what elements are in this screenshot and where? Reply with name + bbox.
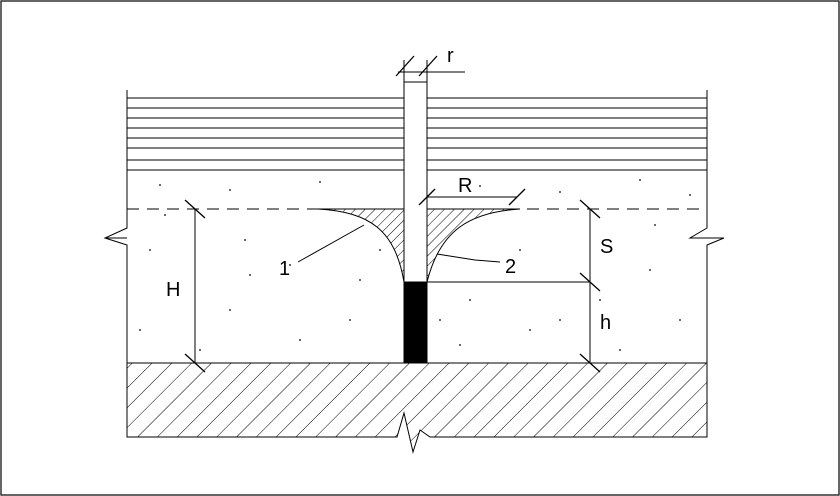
H-label: H: [166, 279, 180, 301]
leader-2: [436, 253, 501, 263]
label-1: 1: [279, 258, 290, 280]
sand-dots: [139, 179, 691, 351]
water-layer: [126, 90, 708, 171]
label-2: 2: [505, 256, 516, 278]
H-dimension: [184, 199, 206, 373]
r-dimension: [395, 55, 465, 77]
well-casing: [403, 60, 428, 283]
R-dimension: [418, 188, 526, 206]
S-label: S: [600, 236, 613, 258]
R-label: R: [458, 175, 472, 197]
well-filter: [403, 281, 428, 364]
S-h-dimension: [579, 199, 601, 373]
h-label: h: [600, 312, 611, 334]
r-label: r: [447, 45, 454, 67]
impermeable-layer: [126, 362, 708, 454]
leader-1: [297, 224, 365, 263]
